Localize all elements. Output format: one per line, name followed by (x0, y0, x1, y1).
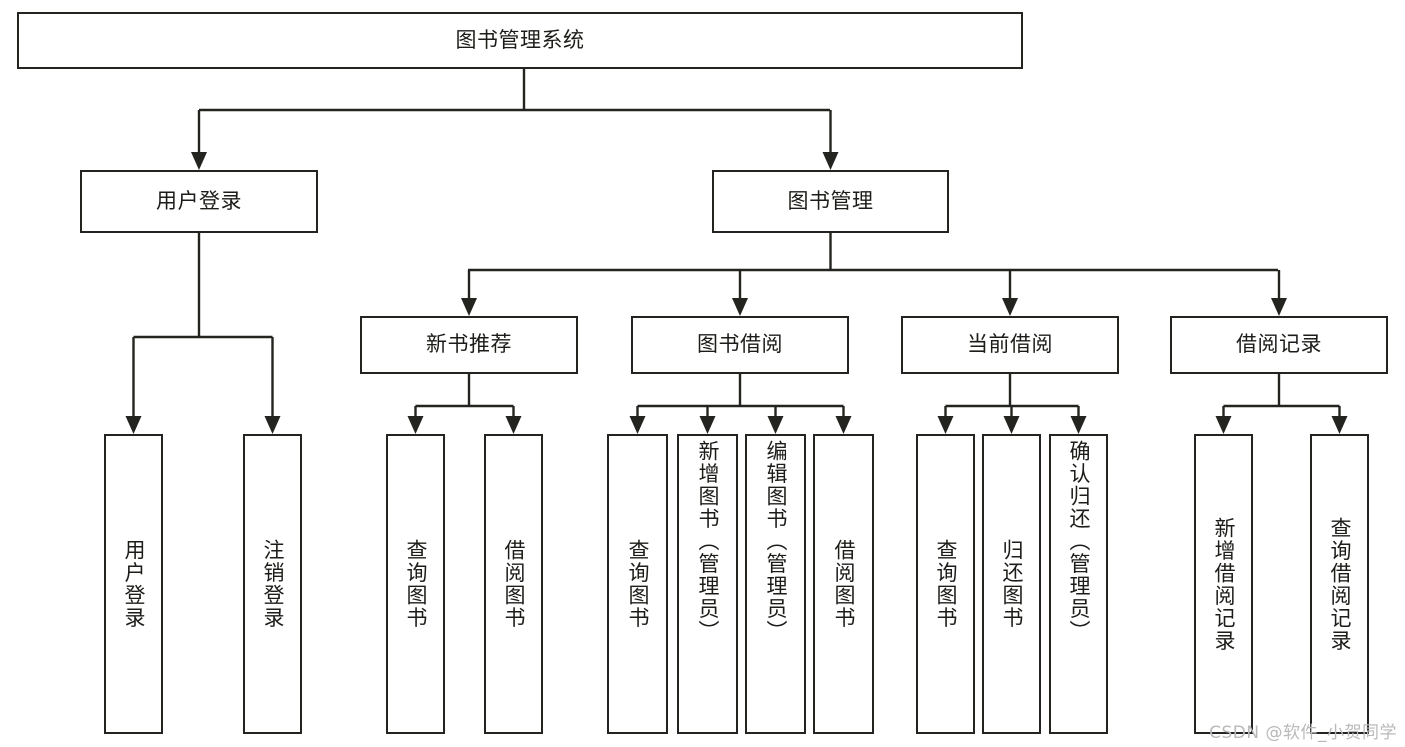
node-leaf-rec-borrow-book-label: 借阅图书 (501, 539, 526, 629)
node-current-borrow-label: 当前借阅 (967, 332, 1053, 357)
node-leaf-rec-borrow-book[interactable]: 借阅图书 (484, 434, 543, 734)
node-book-manage-label: 图书管理 (787, 188, 874, 213)
node-leaf-bor-add-book-label: 新增图书（管理员） (695, 440, 720, 643)
node-leaf-rec-query-book[interactable]: 查询图书 (386, 434, 445, 734)
node-leaf-bor-edit-book[interactable]: 编辑图书（管理员） (745, 434, 806, 734)
node-user-login-label: 用户登录 (156, 188, 242, 213)
node-book-borrow[interactable]: 图书借阅 (631, 316, 849, 374)
node-leaf-bor-query-book-label: 查询图书 (625, 539, 650, 629)
node-leaf-rec-query-record-label: 查询借阅记录 (1327, 516, 1352, 652)
node-leaf-bor-borrow-book-label: 借阅图书 (831, 539, 856, 629)
node-leaf-rec-add-record-label: 新增借阅记录 (1211, 516, 1236, 652)
node-leaf-cur-return-book-label: 归还图书 (999, 539, 1024, 629)
node-leaf-rec-add-record[interactable]: 新增借阅记录 (1194, 434, 1253, 734)
node-book-borrow-label: 图书借阅 (697, 332, 783, 357)
node-leaf-user-logout[interactable]: 注销登录 (243, 434, 302, 734)
node-root[interactable]: 图书管理系统 (17, 12, 1023, 69)
node-borrow-record-label: 借阅记录 (1236, 332, 1322, 357)
node-leaf-bor-add-book[interactable]: 新增图书（管理员） (677, 434, 738, 734)
node-book-manage[interactable]: 图书管理 (712, 170, 949, 233)
node-leaf-cur-confirm-return-label: 确认归还（管理员） (1066, 440, 1091, 643)
node-leaf-user-logout-label: 注销登录 (260, 539, 285, 629)
node-leaf-user-login[interactable]: 用户登录 (104, 434, 163, 734)
node-leaf-user-login-label: 用户登录 (121, 539, 146, 629)
node-leaf-cur-query-book[interactable]: 查询图书 (916, 434, 975, 734)
node-new-book-recommend[interactable]: 新书推荐 (360, 316, 578, 374)
node-current-borrow[interactable]: 当前借阅 (901, 316, 1119, 374)
node-leaf-bor-edit-book-label: 编辑图书（管理员） (763, 440, 788, 643)
node-leaf-bor-query-book[interactable]: 查询图书 (607, 434, 668, 734)
node-user-login[interactable]: 用户登录 (80, 170, 318, 233)
node-leaf-cur-return-book[interactable]: 归还图书 (982, 434, 1041, 734)
node-leaf-cur-query-book-label: 查询图书 (933, 539, 958, 629)
csdn-watermark: CSDN @软件_小贺同学 (1209, 723, 1397, 743)
node-leaf-cur-confirm-return[interactable]: 确认归还（管理员） (1049, 434, 1108, 734)
node-borrow-record[interactable]: 借阅记录 (1170, 316, 1388, 374)
node-leaf-rec-query-book-label: 查询图书 (403, 539, 428, 629)
node-leaf-bor-borrow-book[interactable]: 借阅图书 (813, 434, 874, 734)
node-new-book-recommend-label: 新书推荐 (426, 332, 512, 357)
node-root-label: 图书管理系统 (455, 27, 585, 52)
node-leaf-rec-query-record[interactable]: 查询借阅记录 (1310, 434, 1369, 734)
